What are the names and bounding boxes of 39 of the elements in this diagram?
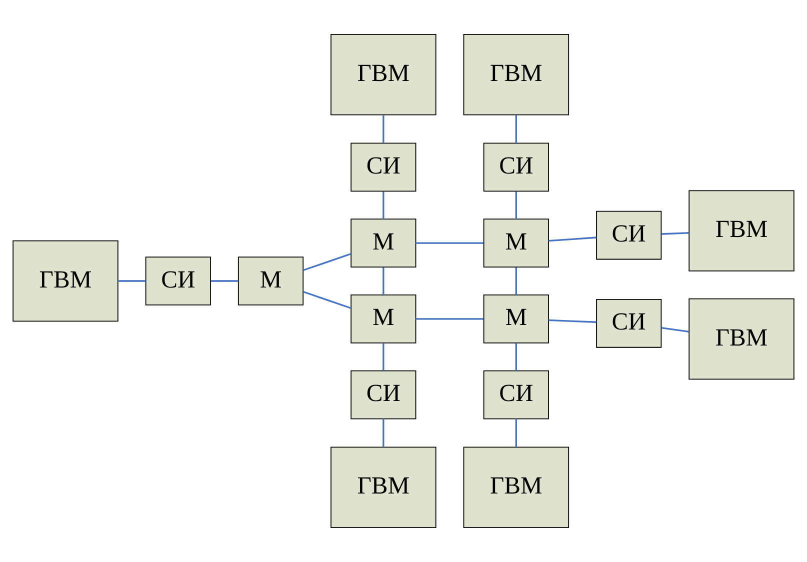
connector — [515, 343, 517, 371]
node-box: ГВМ — [330, 446, 436, 528]
connector — [515, 115, 517, 143]
connector — [382, 192, 384, 220]
node-box: ГВМ — [688, 190, 794, 272]
connector — [382, 115, 384, 143]
node-box: СИ — [350, 370, 416, 420]
node-box: М — [238, 256, 304, 306]
node-box: ГВМ — [463, 446, 570, 528]
connector — [515, 192, 517, 220]
node-box: М — [350, 218, 416, 268]
connector — [515, 267, 517, 295]
node-box: СИ — [145, 256, 211, 306]
connector — [515, 418, 517, 447]
node-box: М — [350, 294, 416, 344]
node-box: СИ — [596, 298, 662, 348]
node-box: ГВМ — [330, 34, 436, 116]
connector — [210, 280, 238, 282]
connector — [382, 418, 384, 447]
node-box: СИ — [483, 142, 549, 192]
connector — [661, 327, 689, 333]
connector — [661, 232, 689, 235]
connector — [548, 236, 596, 242]
connector — [302, 253, 352, 272]
node-box: СИ — [350, 142, 416, 192]
node-box: СИ — [483, 370, 549, 420]
connector — [416, 318, 484, 320]
connector — [382, 343, 384, 371]
node-box: М — [483, 218, 549, 268]
node-box: ГВМ — [12, 240, 118, 322]
connector — [548, 319, 596, 323]
node-box: М — [483, 294, 549, 344]
connector — [118, 280, 146, 282]
connector — [382, 267, 384, 295]
connector — [302, 290, 352, 309]
node-box: ГВМ — [463, 34, 570, 116]
node-box: СИ — [596, 210, 662, 260]
connector — [416, 242, 484, 244]
node-box: ГВМ — [688, 298, 794, 380]
